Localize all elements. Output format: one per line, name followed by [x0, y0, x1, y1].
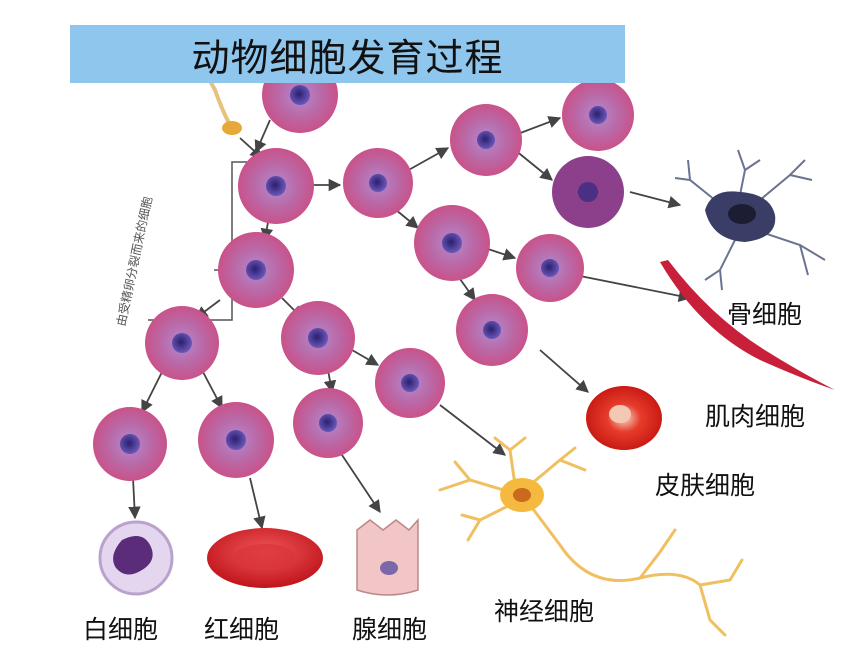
cell-13	[93, 407, 167, 481]
label-bone-cell: 骨细胞	[727, 300, 803, 329]
cell-12	[375, 348, 445, 418]
cell-6	[414, 205, 490, 281]
gland-cell	[356, 518, 419, 596]
title-bar: 动物细胞发育过程	[70, 25, 625, 83]
cell-5	[552, 156, 624, 228]
cell-7	[516, 234, 584, 302]
label-red-blood-cell: 红细胞	[204, 615, 280, 644]
cell-11	[281, 301, 355, 375]
white-blood-cell	[98, 520, 174, 596]
page-title: 动物细胞发育过程	[191, 35, 504, 80]
label-white-blood-cell: 白细胞	[83, 615, 159, 644]
red-blood-cell	[207, 528, 323, 588]
cell-15	[293, 388, 363, 458]
cell-9	[218, 232, 294, 308]
muscle-cell	[660, 260, 835, 390]
cell-3	[450, 104, 522, 176]
cell-2	[343, 148, 413, 218]
cell-10	[145, 306, 219, 380]
side-note-text: 由受精卵分裂而来的细胞	[113, 195, 156, 328]
side-note: 由受精卵分裂而来的细胞	[104, 148, 194, 328]
label-gland-cell: 腺细胞	[352, 615, 428, 644]
embryonic-cells	[93, 57, 634, 481]
label-muscle-cell: 肌肉细胞	[705, 402, 806, 431]
nerve-cell	[438, 436, 744, 637]
bone-cell	[674, 149, 826, 291]
cell-14	[198, 402, 274, 478]
bracket	[148, 161, 252, 321]
arrows	[128, 116, 692, 530]
cell-8	[456, 294, 528, 366]
cell-4	[562, 79, 634, 151]
cell-1	[238, 148, 314, 224]
skin-cell	[586, 386, 662, 450]
label-skin-cell: 皮肤细胞	[655, 471, 756, 500]
label-nerve-cell: 神经细胞	[494, 597, 595, 626]
